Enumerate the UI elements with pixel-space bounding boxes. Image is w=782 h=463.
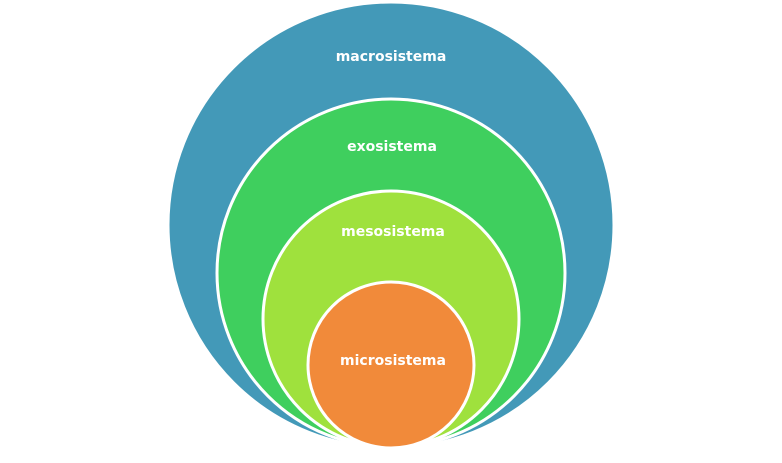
macrosistema-label: macrosistema bbox=[336, 49, 447, 65]
microsistema-label: microsistema bbox=[340, 353, 446, 369]
microsistema-circle bbox=[306, 280, 476, 450]
exosistema-label: exosistema bbox=[347, 139, 437, 155]
layer-microsistema: microsistema bbox=[306, 280, 476, 450]
mesosistema-label: mesosistema bbox=[341, 224, 445, 240]
